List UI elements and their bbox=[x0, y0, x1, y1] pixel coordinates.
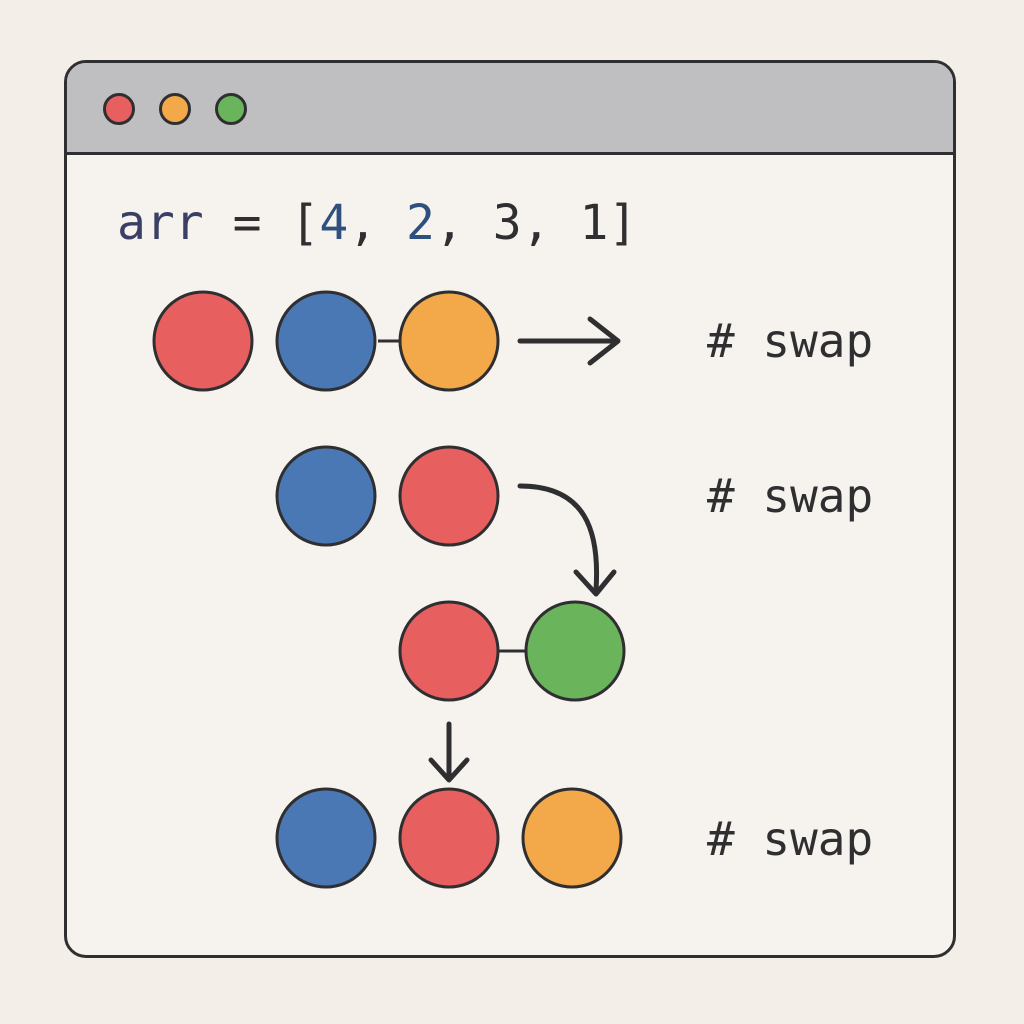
code-variable: arr bbox=[117, 195, 204, 251]
ball-green-step3 bbox=[524, 600, 626, 702]
code-value-3: 1 bbox=[579, 195, 609, 251]
ball-red-step4 bbox=[398, 787, 500, 889]
step-comment-2: # swap bbox=[707, 469, 874, 523]
ball-red-step1 bbox=[152, 290, 254, 392]
code-separator-2: , bbox=[521, 195, 551, 251]
zoom-button[interactable] bbox=[215, 93, 247, 125]
close-button[interactable] bbox=[103, 93, 135, 125]
curved-arrow-icon bbox=[517, 483, 617, 597]
code-line: arr = [4, 2, 3, 1] bbox=[117, 193, 637, 253]
code-separator-0: , bbox=[348, 195, 378, 251]
arrow-down-icon bbox=[428, 721, 470, 783]
code-separator-1: , bbox=[434, 195, 464, 251]
step-comment-1: # swap bbox=[707, 314, 874, 368]
code-value-2: 3 bbox=[492, 195, 522, 251]
arrow-right-icon bbox=[517, 316, 621, 366]
code-value-1: 2 bbox=[406, 195, 435, 251]
ball-red-step3 bbox=[398, 600, 500, 702]
step-comment-4: # swap bbox=[707, 812, 874, 866]
ball-orange-step4 bbox=[521, 787, 623, 889]
code-close-bracket: ] bbox=[608, 195, 638, 251]
minimize-button[interactable] bbox=[159, 93, 191, 125]
ball-blue-step1 bbox=[275, 290, 377, 392]
code-operator: = bbox=[232, 195, 262, 251]
ball-blue-step2 bbox=[275, 445, 377, 547]
ball-red-step2 bbox=[398, 445, 500, 547]
ball-orange-step1 bbox=[398, 290, 500, 392]
title-bar bbox=[67, 63, 953, 155]
ball-blue-step4 bbox=[275, 787, 377, 889]
app-window: arr = [4, 2, 3, 1] # swap # swap # swap bbox=[64, 60, 956, 958]
code-open-bracket: [ bbox=[290, 195, 320, 251]
code-value-0: 4 bbox=[319, 195, 349, 251]
